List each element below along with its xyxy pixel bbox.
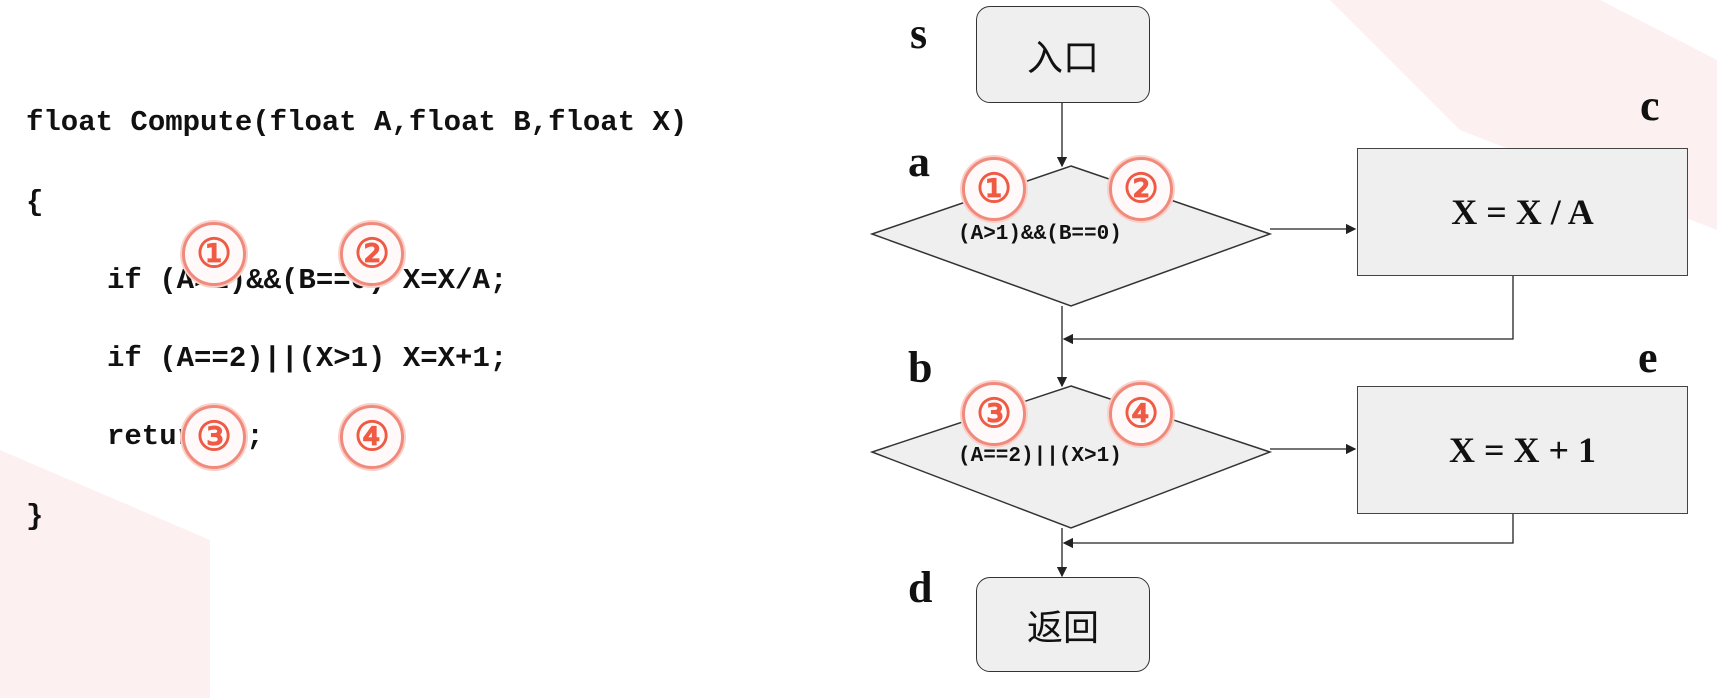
code-marker-1: ① bbox=[182, 222, 246, 286]
code-line-close-brace: } bbox=[26, 500, 44, 533]
condition-text-b: (A==2)||(X>1) bbox=[958, 445, 1122, 468]
diamond-marker-3: ③ bbox=[962, 382, 1026, 446]
diamond-marker-1: ① bbox=[962, 157, 1026, 221]
diamond-marker-4: ④ bbox=[1109, 382, 1173, 446]
exit-node: 返回 bbox=[976, 577, 1150, 672]
process-box-c: X = X / A bbox=[1357, 148, 1688, 276]
code-marker-3: ③ bbox=[182, 405, 246, 469]
code-marker-4: ④ bbox=[340, 405, 404, 469]
node-label-e: e bbox=[1638, 333, 1658, 382]
code-marker-2: ② bbox=[340, 222, 404, 286]
node-label-a: a bbox=[908, 137, 930, 186]
node-label-s: s bbox=[910, 9, 928, 58]
condition-text-a: (A>1)&&(B==0) bbox=[958, 223, 1122, 246]
node-label-c: c bbox=[1640, 81, 1660, 130]
node-label-d: d bbox=[908, 563, 933, 612]
code-line-open-brace: { bbox=[26, 186, 44, 219]
code-line-signature: float Compute(float A,float B,float X) bbox=[26, 106, 688, 139]
diamond-marker-2: ② bbox=[1109, 157, 1173, 221]
entry-node: 入口 bbox=[976, 6, 1150, 103]
process-box-e: X = X + 1 bbox=[1357, 386, 1688, 514]
code-line-if-2: if (A==2)||(X>1) X=X+1; bbox=[107, 342, 508, 375]
node-label-b: b bbox=[908, 343, 933, 392]
